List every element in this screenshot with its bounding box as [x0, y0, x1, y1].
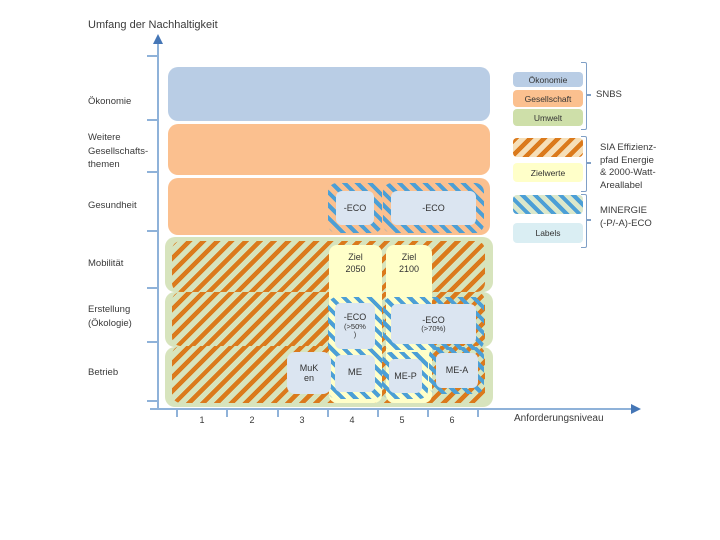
row-label-oekonomie: Ökonomie	[88, 96, 132, 107]
me-box: ME	[335, 355, 375, 392]
legend-bracket-sia-nub	[586, 162, 591, 164]
bar-gesellschaft	[168, 124, 490, 175]
row-label-betrieb: Betrieb	[88, 367, 119, 378]
eco-50-box: -ECO (>50% )	[335, 303, 375, 349]
x-tick-label-1: 1	[199, 415, 205, 425]
eco-70-sublabel: (>70%)	[421, 324, 446, 333]
legend-bracket-minergie	[581, 194, 587, 248]
x-tick-label-3: 3	[299, 415, 305, 425]
x-axis-label: Anforderungsniveau	[514, 413, 604, 424]
row-label-erstellung: Erstellung (Ökologie)	[88, 304, 132, 329]
eco-box-gesundheit-b: -ECO	[391, 191, 476, 225]
me-a-box: ME-A	[436, 353, 478, 388]
legend-swatch-umwelt: Umwelt	[513, 109, 583, 126]
muken-box: MuK en	[287, 352, 331, 394]
eco-70-label: -ECO	[422, 314, 445, 325]
x-axis-arrowhead-icon	[631, 404, 641, 414]
legend-swatch-oekonomie: Ökonomie	[513, 72, 583, 87]
ziel-2100-label: Ziel 2100	[398, 252, 420, 274]
legend-bracket-sia	[581, 136, 587, 192]
y-axis-arrowhead-icon	[153, 34, 163, 44]
y-axis-tick	[147, 230, 157, 232]
y-axis-tick	[147, 55, 157, 57]
legend-swatch-gesellschaft: Gesellschaft	[513, 90, 583, 107]
legend-swatch-labels: Labels	[513, 223, 583, 243]
eco-box-gesundheit-a: -ECO	[336, 191, 374, 225]
eco-70-box: -ECO (>70%)	[391, 304, 476, 344]
x-axis-tick	[226, 409, 228, 417]
y-axis-tick	[147, 341, 157, 343]
row-label-gesundheit: Gesundheit	[88, 200, 137, 211]
x-axis-tick	[477, 409, 479, 417]
legend-bracket-minergie-nub	[586, 219, 591, 221]
y-axis-tick	[147, 400, 157, 402]
row-label-gesellschaft: Weitere Gesellschafts- themen	[88, 132, 149, 170]
y-axis-tick	[147, 119, 157, 121]
legend-bracket-snbs	[581, 62, 587, 130]
me-p-box: ME-P	[389, 359, 422, 393]
y-axis-tick	[147, 287, 157, 289]
x-axis-tick	[427, 409, 429, 417]
chart-title: Umfang der Nachhaltigkeit	[88, 19, 218, 31]
x-axis-tick	[176, 409, 178, 417]
legend-label-minergie: MINERGIE (-P/-A)-ECO	[600, 205, 652, 229]
x-tick-label-2: 2	[249, 415, 255, 425]
legend-swatch-minergie-hatch	[513, 195, 583, 214]
legend-label-snbs: SNBS	[596, 89, 622, 100]
eco-50-label: -ECO	[343, 312, 367, 323]
sia-hatch-band-mobilitaet	[172, 241, 485, 292]
legend-swatch-zielwerte: Zielwerte	[513, 163, 583, 182]
y-axis-line	[157, 44, 159, 409]
x-axis-tick	[377, 409, 379, 417]
legend-label-sia: SIA Effizienz- pfad Energie & 2000-Watt-…	[600, 142, 657, 191]
x-tick-label-4: 4	[349, 415, 355, 425]
x-axis-line	[150, 408, 632, 410]
x-tick-label-6: 6	[449, 415, 455, 425]
eco-50-sublabel: (>50% )	[344, 321, 366, 340]
x-tick-label-5: 5	[399, 415, 405, 425]
y-axis-tick	[147, 171, 157, 173]
legend-swatch-sia-hatch	[513, 138, 583, 157]
legend-bracket-snbs-nub	[586, 94, 591, 96]
ziel-2050-label: Ziel 2050	[345, 252, 366, 274]
row-label-mobilitaet: Mobilität	[88, 258, 124, 269]
x-axis-tick	[277, 409, 279, 417]
bar-oekonomie	[168, 67, 490, 121]
x-axis-tick	[327, 409, 329, 417]
